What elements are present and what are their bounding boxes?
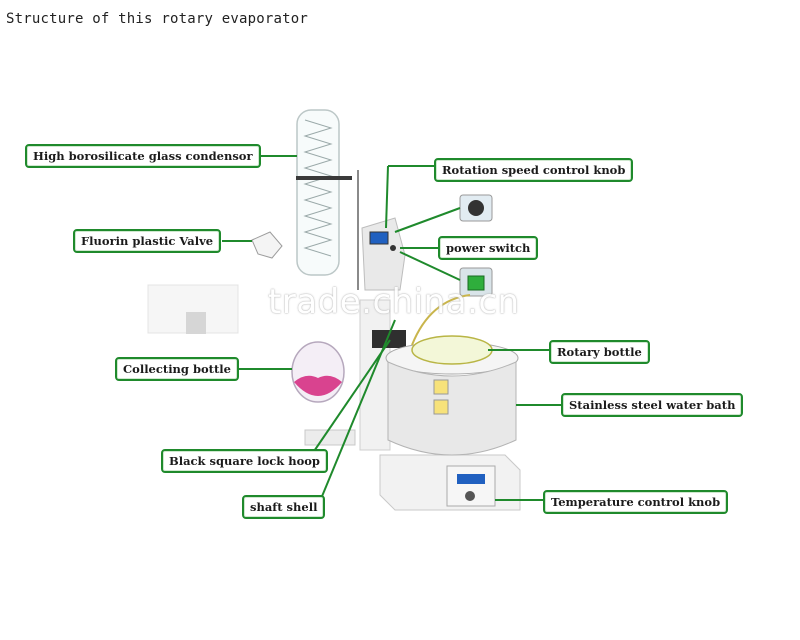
leader-lines (222, 155, 564, 507)
water-bath (387, 361, 517, 456)
condensor-coil (303, 119, 333, 257)
base-plate (304, 429, 356, 446)
temp-knob (465, 491, 475, 501)
warning-sticker-1 (433, 379, 449, 395)
obscured-tab (186, 312, 206, 334)
label-valve: Fluorin plastic Valve (73, 229, 222, 253)
label-collecting-bottle: Collecting bottle (115, 357, 239, 381)
label-condensor: High borosilicate glass condensor (25, 144, 261, 168)
label-power-switch: power switch (438, 236, 539, 260)
label-speed-knob: Rotation speed control knob (434, 158, 634, 182)
temp-display (457, 474, 485, 484)
rotary-bottle (411, 335, 493, 365)
watermark-text: trade.china.cn (268, 282, 520, 322)
page-title: Structure of this rotary evaporator (6, 11, 309, 27)
speed-display (369, 231, 389, 245)
condensor-tube (296, 109, 340, 276)
speed-knob-dial (468, 200, 484, 216)
label-temp-knob: Temperature control knob (543, 490, 729, 514)
motor-head (361, 217, 406, 291)
label-shaft-shell: shaft shell (242, 495, 326, 519)
lock-hoop (372, 330, 406, 348)
rotary-neck (411, 294, 471, 346)
warning-sticker-2 (433, 399, 449, 415)
collecting-liquid (294, 375, 342, 396)
label-lock-hoop: Black square lock hoop (161, 449, 328, 473)
support-column (359, 299, 391, 451)
power-switch-button (467, 275, 485, 291)
speed-knob-small (390, 245, 396, 251)
condensor-clamp (296, 176, 352, 180)
label-rotary-bottle: Rotary bottle (549, 340, 650, 364)
label-water-bath: Stainless steel water bath (561, 393, 744, 417)
valve-shape (251, 231, 283, 259)
